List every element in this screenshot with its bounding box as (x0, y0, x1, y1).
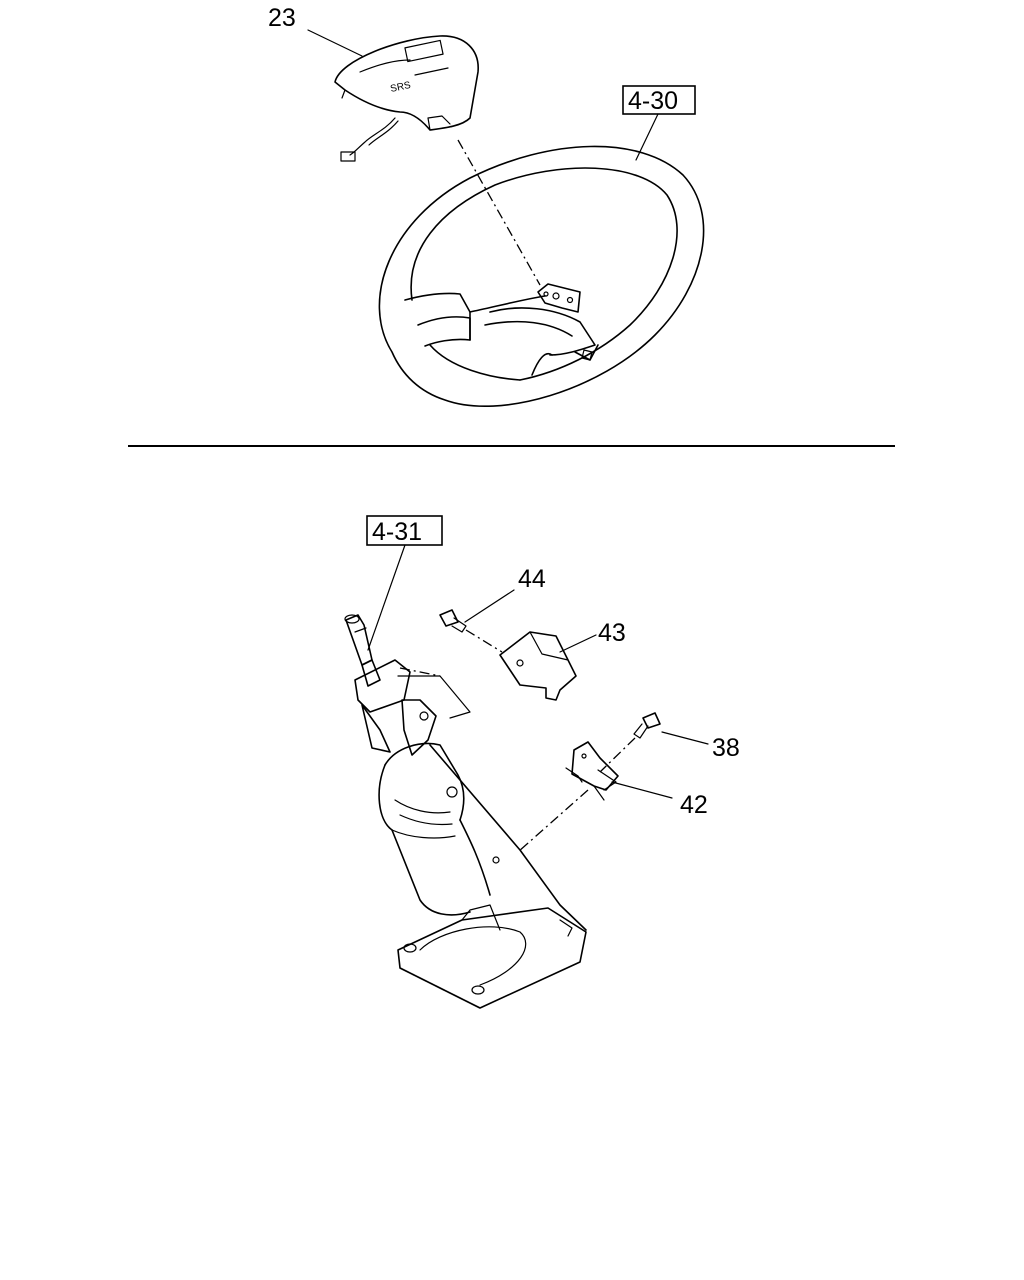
leader-38 (661, 731, 709, 745)
alignment-line-44 (465, 629, 503, 653)
leader-4-30 (635, 113, 659, 161)
bracket-42 (565, 741, 619, 801)
steering-wheel-rim-inner (410, 167, 678, 381)
leader-23 (307, 29, 363, 57)
callout-44: 44 (518, 565, 546, 593)
leader-4-31 (367, 544, 406, 651)
callout-38: 38 (712, 734, 740, 762)
airbag-module: SRS (334, 35, 479, 162)
reference-box-4-31: 4-31 (366, 515, 443, 546)
alignment-line-38 (599, 737, 636, 773)
leader-44 (464, 589, 515, 623)
airbag-wire (349, 117, 396, 156)
steering-wheel-assembly (378, 145, 705, 407)
steering-column-assembly (344, 614, 587, 1009)
bolt-44 (439, 609, 467, 633)
steering-wheel-spoke (404, 292, 546, 313)
bracket-43 (499, 631, 577, 701)
column-base-flange (397, 907, 587, 1009)
leader-43 (559, 634, 597, 653)
hub-bracket (537, 283, 581, 313)
alignment-line-airbag (457, 139, 541, 286)
leader-42 (611, 781, 673, 799)
bolt-38 (633, 712, 661, 739)
callout-23: 23 (268, 4, 296, 32)
svg-text:4-31: 4-31 (372, 518, 422, 546)
reference-box-4-30: 4-30 (622, 85, 696, 115)
svg-text:4-30: 4-30 (628, 87, 678, 115)
airbag-srs-marking: SRS (389, 80, 412, 95)
callout-42: 42 (680, 791, 708, 819)
callout-43: 43 (598, 619, 626, 647)
alignment-line-42 (517, 789, 589, 853)
steering-wheel-rim-outer (378, 145, 705, 407)
wire-connector (340, 151, 356, 162)
